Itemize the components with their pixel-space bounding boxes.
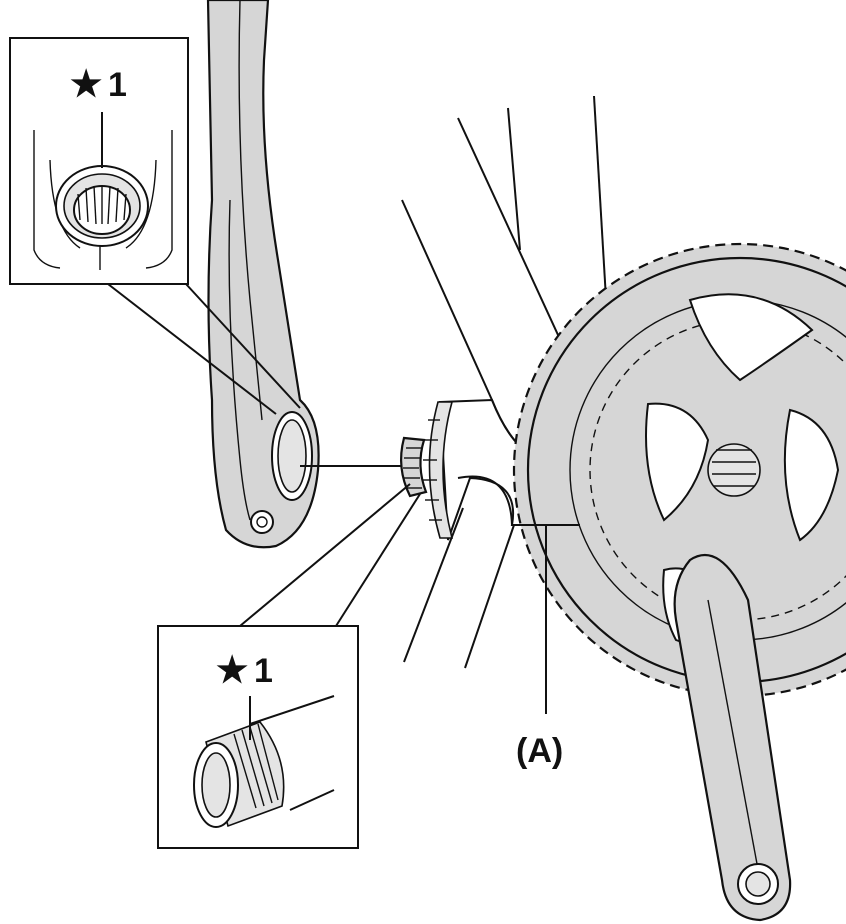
- leader-lines: [107, 283, 580, 714]
- star-icon: ★: [216, 649, 248, 690]
- spindle-end: [399, 436, 428, 498]
- inset-spindle-splines: ★ 1: [157, 625, 359, 849]
- callout-number: 1: [254, 652, 273, 690]
- star-icon: ★: [70, 63, 102, 104]
- left-crank-arm: [206, 0, 320, 549]
- callout-number: 1: [108, 66, 127, 104]
- pinch-bolt: [250, 510, 274, 534]
- right-crankset: [512, 242, 846, 922]
- part-label-a: (A): [516, 732, 563, 770]
- inset-crank-arm-bore: ★ 1: [9, 37, 189, 285]
